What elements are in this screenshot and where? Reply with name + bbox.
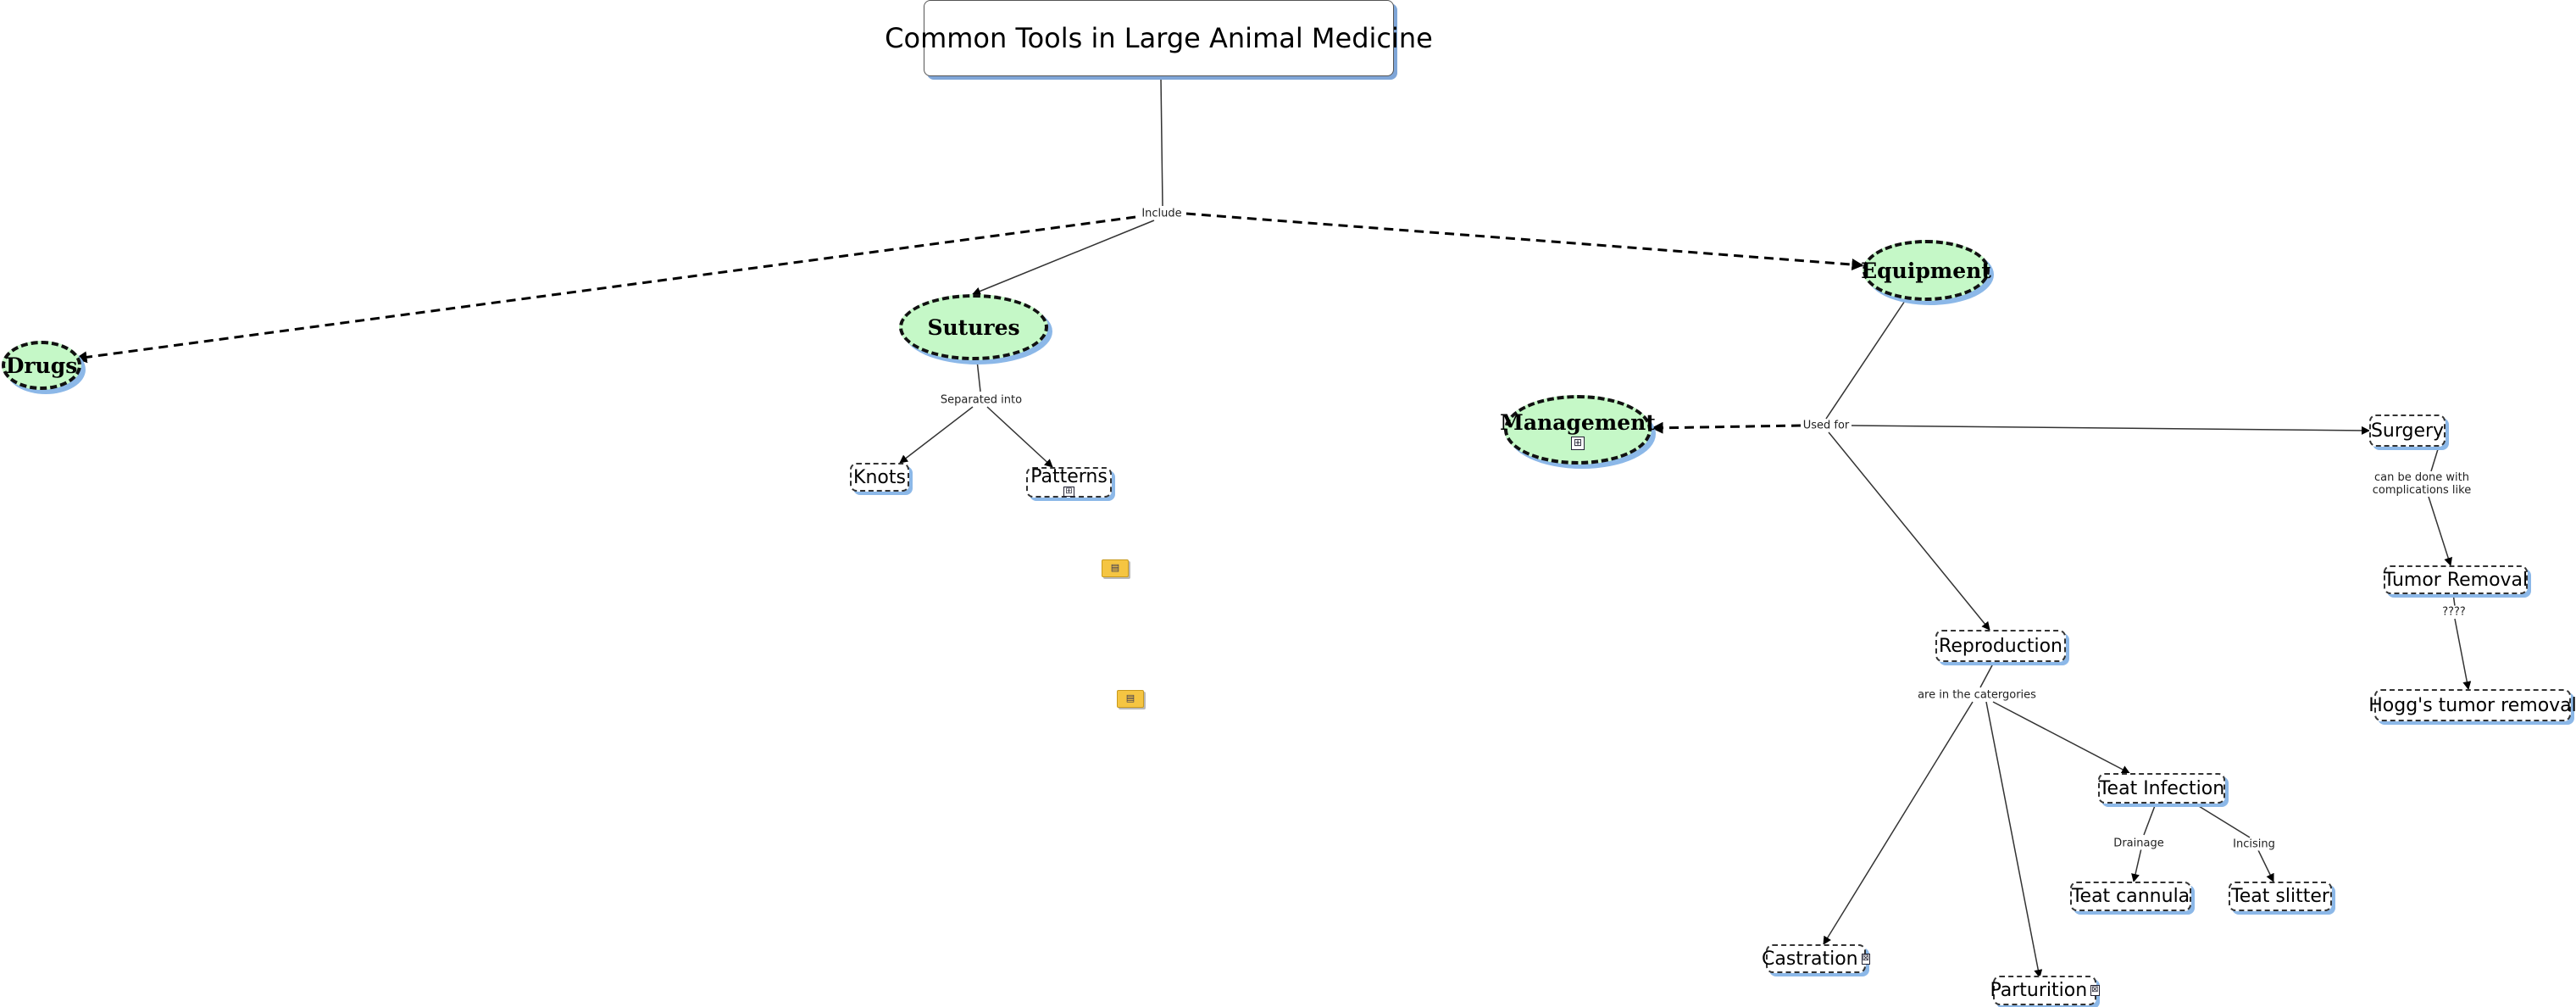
link-surgery-canbedone [2430, 448, 2439, 472]
concept-patterns-text: Patterns [1030, 466, 1108, 487]
concept-teat-infection-text: Teat Infection [2098, 777, 2225, 799]
concept-castration-text: Castration [1762, 948, 1858, 970]
link-label-incising: Incising [2231, 837, 2277, 851]
concept-knots-text: Knots [853, 466, 906, 488]
concept-equipment[interactable]: Equipment [1861, 240, 1991, 301]
resource-icon[interactable]: ⊠ [2090, 985, 2100, 996]
concept-hoggs-text: Hogg's tumor removal [2368, 694, 2576, 716]
link-equipment-usedfor [1825, 298, 1907, 420]
link-categories-parturition [1985, 701, 2043, 978]
concept-patterns[interactable]: Patterns ⊞ [1026, 467, 1112, 498]
concept-sutures[interactable]: Sutures [899, 294, 1048, 360]
link-label-include: Include [1140, 207, 1184, 220]
link-categories-teatinfection [1992, 701, 2130, 774]
resource-icon[interactable]: ⊞ [1063, 487, 1074, 497]
concept-castration[interactable]: Castration ⊠ [1762, 944, 1870, 973]
concept-reproduction[interactable]: Reproduction [1935, 630, 2066, 662]
link-sutures-separated [976, 359, 981, 392]
link-separated-patterns [986, 406, 1053, 468]
sticky-note-icon[interactable]: ▤ [1117, 690, 1144, 708]
link-teatinfection-drainage [2143, 803, 2157, 836]
resource-icon[interactable]: ⊞ [1571, 436, 1585, 450]
link-include-drugs [75, 215, 1136, 364]
link-label-categories: are in the catergories [1916, 688, 2038, 702]
concept-teat-infection[interactable]: Teat Infection [2098, 773, 2225, 804]
link-drainage-cannula [2131, 848, 2142, 882]
link-unknown-hoggs [2454, 618, 2472, 690]
concept-teat-slitter-text: Teat slitter [2231, 886, 2329, 907]
concept-teat-cannula-text: Teat cannula [2071, 886, 2190, 907]
concept-tumor-removal-text: Tumor Removal [2383, 569, 2529, 591]
concept-surgery[interactable]: Surgery [2369, 414, 2446, 447]
link-label-drainage: Drainage [2112, 837, 2166, 850]
concept-parturition[interactable]: Parturition ⊠ [1990, 976, 2100, 1005]
concept-parturition-text: Parturition [1990, 980, 2088, 1001]
concept-teat-slitter[interactable]: Teat slitter [2229, 882, 2332, 911]
link-separated-knots [899, 406, 974, 464]
concept-hoggs-tumor-removal[interactable]: Hogg's tumor removal [2368, 689, 2576, 721]
concept-title-text: Common Tools in Large Animal Medicine [885, 22, 1433, 54]
concept-surgery-text: Surgery [2370, 420, 2445, 442]
link-label-separated-into: Separated into [938, 393, 1024, 407]
concept-drugs[interactable]: Drugs [2, 341, 81, 390]
concept-knots[interactable]: Knots [850, 463, 909, 492]
resource-icon[interactable]: ⊠ [1861, 953, 1870, 965]
link-canbedone-tumor [2428, 496, 2453, 566]
link-categories-castration [1823, 701, 1974, 945]
link-include-equipment [1185, 212, 1864, 271]
concept-reproduction-text: Reproduction [1939, 635, 2062, 657]
concept-sutures-text: Sutures [927, 314, 1020, 340]
concept-title[interactable]: Common Tools in Large Animal Medicine [885, 0, 1433, 76]
link-label-unknown: ???? [2440, 605, 2468, 619]
link-tumor-unknown [2452, 593, 2456, 607]
link-reproduction-categories [1979, 663, 1994, 688]
link-usedfor-reproduction [1828, 431, 1990, 631]
concept-tumor-removal[interactable]: Tumor Removal [2384, 565, 2528, 594]
concept-drugs-text: Drugs [5, 353, 78, 378]
concept-management[interactable]: Management ⊞ [1500, 395, 1656, 465]
link-label-used-for: Used for [1801, 419, 1852, 432]
link-label-can-be-done-with: can be done with complications like [2370, 471, 2473, 497]
concept-teat-cannula[interactable]: Teat cannula [2070, 882, 2191, 911]
link-usedfor-management [1651, 421, 1802, 434]
sticky-note-icon[interactable]: ▤ [1102, 559, 1129, 577]
link-incising-slitter [2257, 849, 2274, 882]
link-usedfor-surgery [1851, 425, 2370, 435]
link-include-sutures [972, 220, 1155, 296]
concept-equipment-text: Equipment [1861, 258, 1991, 283]
link-title-include [1160, 77, 1163, 207]
link-teatinfection-incising [2194, 803, 2251, 838]
concept-management-text: Management [1500, 409, 1656, 435]
